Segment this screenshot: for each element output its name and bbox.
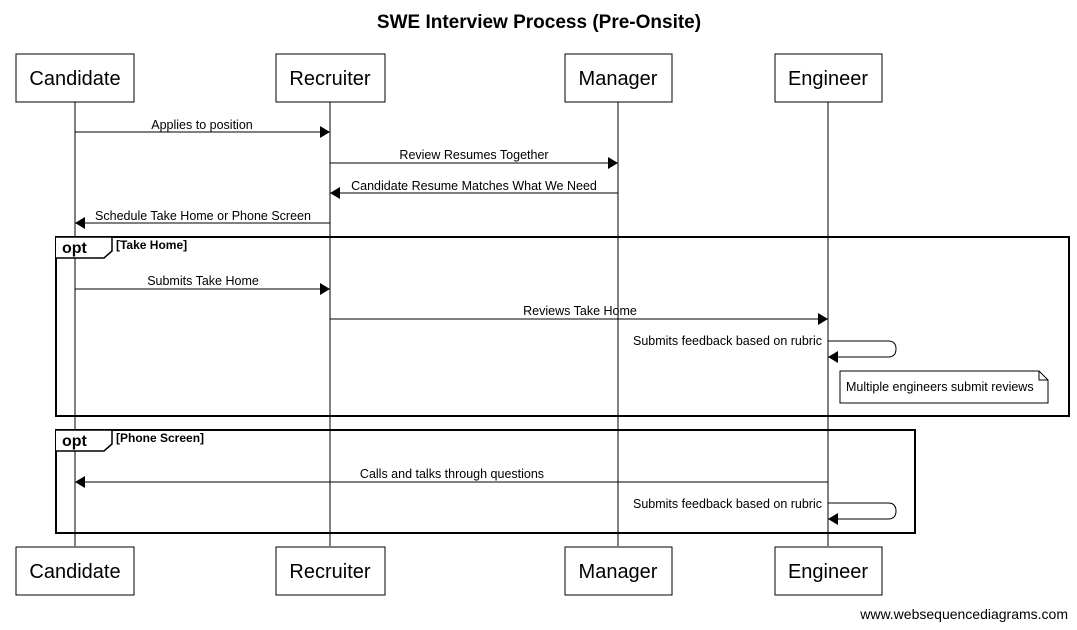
message-label: Reviews Take Home [523,304,637,318]
actor-label: Candidate [29,68,120,90]
actor-candidate-top: Candidate [15,53,135,103]
actor-label: Recruiter [289,68,370,90]
note: Multiple engineers submit reviews [839,370,1049,404]
message-label: Submits Take Home [147,274,259,288]
message-label: Submits feedback based on rubric [633,334,822,348]
diagram-title: SWE Interview Process (Pre-Onsite) [377,12,701,33]
actor-candidate-bottom: Candidate [15,546,135,596]
actor-label: Manager [579,561,658,583]
actor-manager-bottom: Manager [564,546,673,596]
fragment-keyword: opt [62,433,88,450]
fragment-phone-screen: opt [Phone Screen] [55,429,916,534]
actor-label: Engineer [788,68,868,90]
note-text: Multiple engineers submit reviews [846,380,1034,394]
message-label: Review Resumes Together [399,148,548,162]
actor-manager-top: Manager [564,53,673,103]
actor-engineer-top: Engineer [774,53,883,103]
message-label: Calls and talks through questions [360,467,544,481]
fragment-keyword: opt [62,240,88,257]
self-message-arrow [828,502,897,525]
self-message-arrow [828,340,897,363]
actor-engineer-bottom: Engineer [774,546,883,596]
message-label: Applies to position [151,118,253,132]
message-label: Schedule Take Home or Phone Screen [95,209,311,223]
message-label: Candidate Resume Matches What We Need [351,179,597,193]
fragment-guard: [Take Home] [116,238,187,252]
actor-label: Recruiter [289,561,370,583]
actor-label: Engineer [788,561,868,583]
footer-link[interactable]: www.websequencediagrams.com [859,606,1068,622]
actor-label: Candidate [29,561,120,583]
fragment-take-home: opt [Take Home] [55,236,1070,417]
actor-label: Manager [579,68,658,90]
actor-recruiter-top: Recruiter [275,53,386,103]
message-label: Submits feedback based on rubric [633,497,822,511]
fragment-guard: [Phone Screen] [116,431,204,445]
actor-recruiter-bottom: Recruiter [275,546,386,596]
